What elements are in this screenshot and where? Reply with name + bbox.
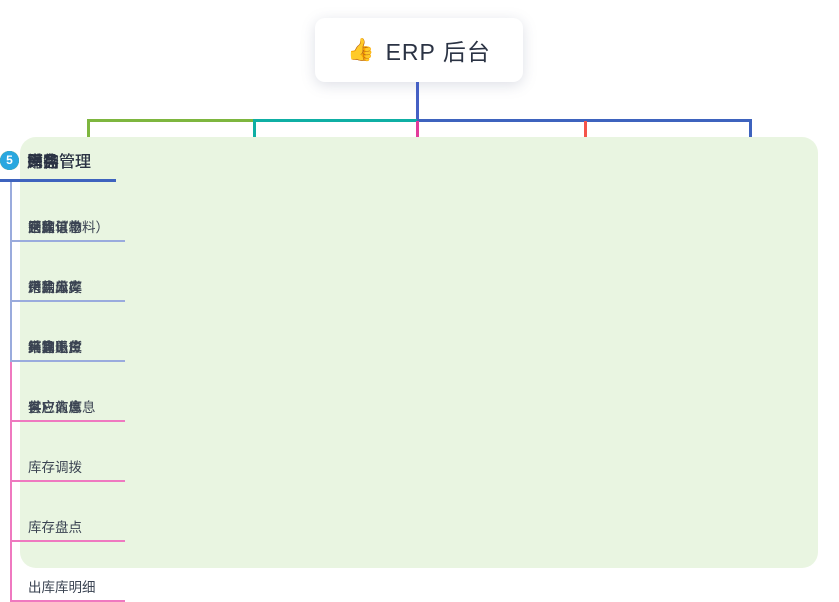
branch-title: 产品管理: [27, 154, 92, 171]
mindmap-panel: [20, 137, 818, 568]
connector-drop-branch1: [87, 119, 90, 144]
root-node-erp-backend[interactable]: 👍 ERP 后台: [315, 18, 523, 82]
branch-header[interactable]: 5 财务管理: [0, 148, 116, 182]
connector-drop-branch2: [253, 119, 256, 144]
root-node-title: ERP 后台: [385, 39, 491, 65]
branch-5: 5 财务管理 回款单 付款单 结算账户: [0, 148, 125, 362]
connector-bus-branch2: [253, 119, 417, 122]
child-topic[interactable]: 库存调拨: [12, 422, 125, 482]
connector-root-drop: [416, 82, 419, 120]
branch-number-badge: 5: [0, 150, 19, 170]
branch-title: 财务管理: [27, 154, 92, 171]
branch-children: 回款单 付款单 结算账户: [10, 182, 125, 362]
branch-title: 采购管理: [27, 154, 92, 171]
child-topic[interactable]: 回款单: [12, 182, 125, 242]
connector-drop-branch3: [416, 121, 419, 144]
connector-drop-branch4: [584, 121, 587, 144]
child-topic[interactable]: 其它入库: [12, 362, 125, 422]
thumbs-up-icon: 👍: [347, 37, 376, 62]
connector-bus-branch5: [417, 119, 752, 122]
child-topic[interactable]: 付款单: [12, 242, 125, 302]
branch-title: 库存管理: [27, 154, 92, 171]
connector-bus-branch1: [87, 119, 254, 122]
child-topic[interactable]: 出库库明细: [12, 542, 125, 602]
child-topic[interactable]: 库存盘点: [12, 482, 125, 542]
connector-drop-branch5: [749, 121, 752, 144]
branch-title: 销售管理: [27, 154, 92, 171]
child-topic[interactable]: 结算账户: [12, 302, 125, 362]
